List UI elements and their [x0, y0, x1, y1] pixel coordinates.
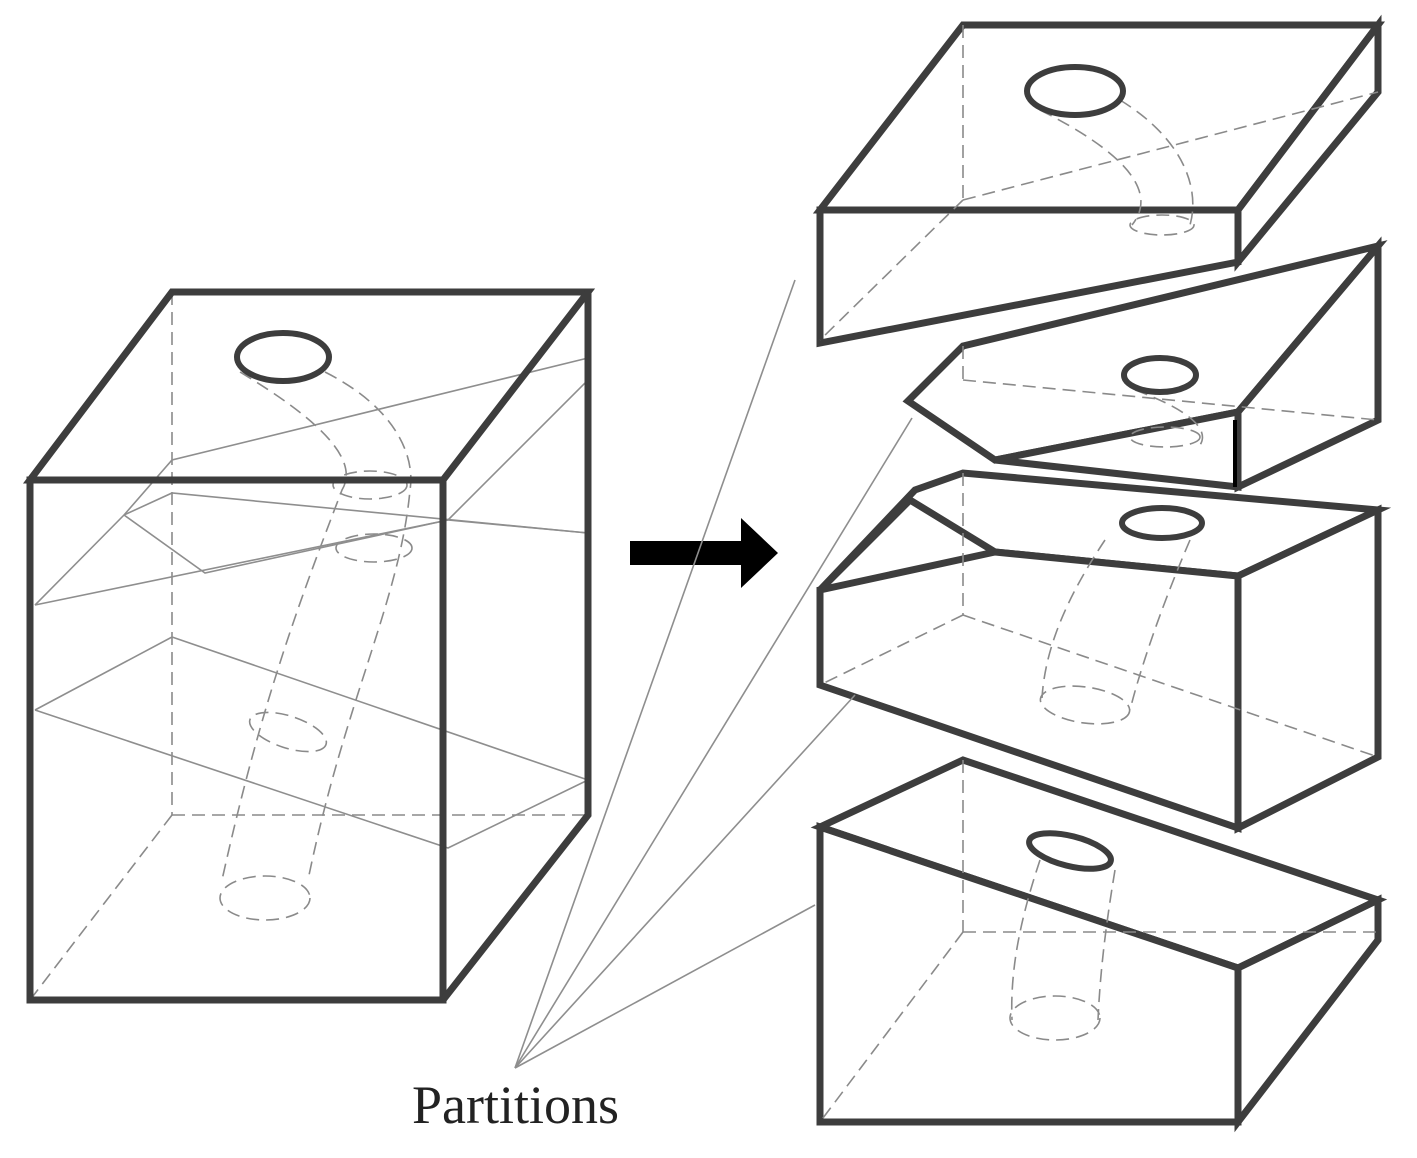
right-arrow-icon [630, 518, 778, 588]
partition-planes [34, 357, 591, 849]
original-block-top-hole [234, 330, 332, 384]
partition-piece-4 [810, 756, 1388, 1133]
partitions-label: Partitions [412, 1075, 619, 1135]
original-block [22, 288, 596, 1004]
partition-piece-3 [816, 469, 1392, 834]
partitions-leader-lines [514, 279, 913, 1069]
original-block-tube [219, 371, 413, 921]
original-block-outline [22, 288, 596, 1004]
partition-piece-1 [812, 14, 1386, 348]
partition-piece-2 [902, 236, 1388, 493]
original-block-hidden-edges [29, 292, 588, 1001]
